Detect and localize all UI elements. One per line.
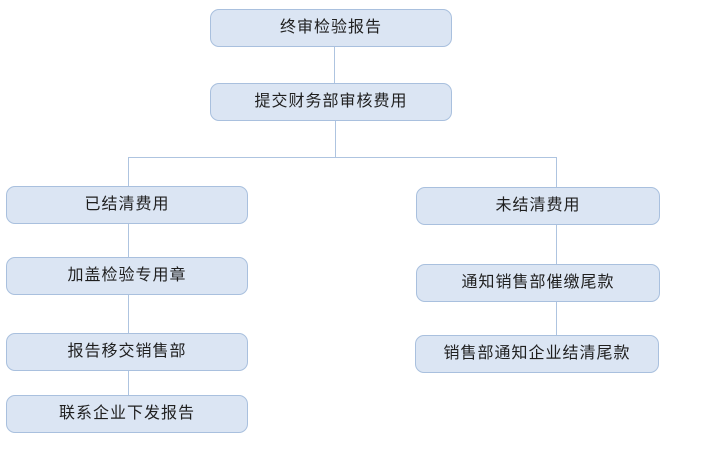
flow-node-label: 已结清费用 [84, 196, 170, 213]
flow-node-sales-notify-enterprise-pay[interactable]: 销售部通知企业结清尾款 [415, 335, 659, 373]
flow-node-report-to-sales-dept[interactable]: 报告移交销售部 [6, 333, 248, 371]
flow-node-contact-enterprise-issue[interactable]: 联系企业下发报告 [6, 395, 248, 433]
flow-node-label: 销售部通知企业结清尾款 [443, 345, 631, 362]
flow-node-label: 通知销售部催缴尾款 [461, 274, 615, 291]
flow-node-fees-settled[interactable]: 已结清费用 [6, 186, 248, 224]
flow-node-stamp-inspection-seal[interactable]: 加盖检验专用章 [6, 257, 248, 295]
flow-node-fees-unsettled[interactable]: 未结清费用 [416, 187, 660, 225]
flow-node-submit-finance-review[interactable]: 提交财务部审核费用 [210, 83, 452, 121]
flow-node-label: 加盖检验专用章 [67, 267, 187, 284]
flow-node-notify-sales-collect-balance[interactable]: 通知销售部催缴尾款 [416, 264, 660, 302]
flow-node-label: 未结清费用 [495, 197, 581, 214]
flow-node-label: 提交财务部审核费用 [254, 93, 408, 110]
flow-node-label: 终审检验报告 [279, 19, 382, 36]
flow-node-final-inspection-report[interactable]: 终审检验报告 [210, 9, 452, 47]
flow-node-label: 报告移交销售部 [67, 343, 187, 360]
flow-node-label: 联系企业下发报告 [58, 405, 195, 422]
